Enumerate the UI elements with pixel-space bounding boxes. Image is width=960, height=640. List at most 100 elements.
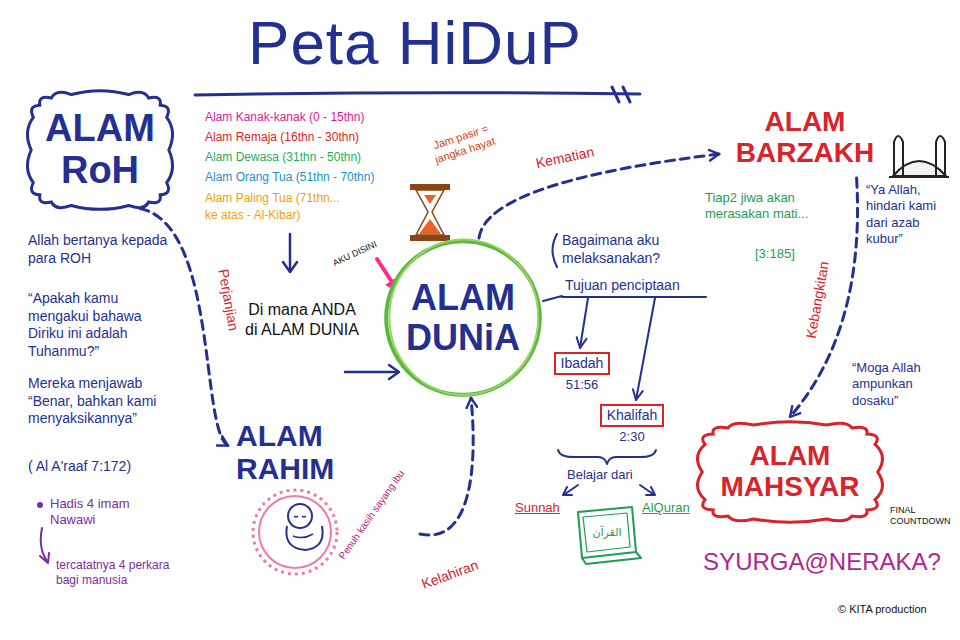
- tomb-stone: [936, 136, 945, 176]
- node-title: ALAM MAHSYAR: [710, 441, 870, 503]
- label-text: Allah bertanya kepada para ROH: [28, 232, 178, 267]
- quran-book: [578, 507, 641, 564]
- arrow-head-art: [563, 487, 572, 495]
- label-text: Alam Orang Tua (51thn - 70thn): [205, 170, 374, 185]
- hadith-marks: [37, 502, 49, 563]
- arrow-head-art: [633, 389, 643, 400]
- label-text: القرآن: [592, 526, 621, 540]
- age-arrow: [283, 234, 297, 272]
- learn-brace: [558, 450, 656, 495]
- node-title: Khalifah: [600, 404, 665, 427]
- node-note: 2:30: [619, 430, 644, 444]
- arrow-line: [636, 298, 655, 400]
- tomb-ground: [889, 176, 949, 178]
- underline-tick: [612, 87, 619, 102]
- baby-eye: [294, 516, 306, 517]
- cloud-stroke: [27, 91, 172, 210]
- brace: [558, 450, 656, 464]
- node-title: ALAM BARZAKH: [725, 107, 885, 169]
- node-note: 51:56: [566, 378, 599, 392]
- node-title: Ibadah: [554, 352, 611, 375]
- label-text: Jam pasir = jangka hayat: [415, 117, 511, 172]
- label-text: Penuh kasih sayang ibu: [336, 468, 407, 562]
- arrow-head-art: [283, 262, 297, 272]
- bullet-dot: [37, 502, 43, 508]
- dashed-connector: [420, 398, 473, 535]
- label-text: SYURGA@NERAKA?: [703, 547, 941, 577]
- label-text: “Ya Allah, hindari kami dari azab kubur”: [866, 182, 950, 247]
- cloud-node: ALAM MAHSYAR: [688, 417, 892, 527]
- label-text: [3:185]: [755, 246, 795, 262]
- hourglass-sand: [424, 195, 436, 204]
- label-text: tercatatnya 4 perkara bagi manusia: [56, 558, 176, 588]
- node-title: ALAM RoH: [40, 108, 160, 192]
- baby-arm: [293, 534, 313, 538]
- underline-tick: [623, 87, 630, 102]
- hourglass: [410, 184, 450, 241]
- hourglass-glass: [416, 190, 444, 235]
- arrow-head-art: [577, 337, 587, 348]
- label-text: Alam Dewasa (31thn - 50thn): [205, 150, 361, 165]
- purpose-underline: [562, 296, 706, 298]
- underline-stroke: [195, 93, 640, 95]
- label-text: Sunnah: [515, 500, 560, 516]
- label-text: ( Al A'raaf 7:172): [28, 458, 183, 476]
- label-text: Tujuan penciptaan: [565, 277, 680, 295]
- label-text: Mereka menjawab “Benar, bahkan kami meny…: [28, 375, 178, 428]
- purpose-box: Ibadah 51:56: [551, 350, 614, 395]
- edge-label: Kebangkitan: [802, 257, 834, 343]
- tomb: [889, 136, 949, 177]
- world-circle: ALAM DUNiA: [383, 238, 543, 398]
- cloud-stroke: [698, 422, 883, 522]
- label-text: Belajar dari: [567, 467, 633, 483]
- arrow-line: [580, 298, 588, 348]
- baby-womb: [253, 490, 337, 574]
- label-text: Bagaimana aku melaksanakan?: [562, 232, 687, 267]
- node-title: ALAM RAHIM: [236, 419, 386, 485]
- edge-label: Kematian: [531, 143, 598, 174]
- book-cover: [578, 507, 636, 558]
- label-text: Alam Kanak-kanak (0 - 15thn): [205, 110, 364, 125]
- label-text: “Apakah kamu mengakui bahawa Diriku ini …: [28, 290, 178, 360]
- tomb-stone: [894, 136, 903, 176]
- diagram-title: Peta HiDuP: [248, 6, 582, 80]
- dashed-connector: [479, 154, 719, 238]
- baby-body: [286, 526, 322, 550]
- edge-label: Perjanjian: [213, 265, 242, 335]
- node-title: ALAM DUNiA: [398, 278, 528, 357]
- arrow-line: [289, 234, 292, 270]
- circle-stroke: [389, 240, 538, 395]
- arrow-head-art: [389, 365, 399, 379]
- leader-line: [543, 296, 562, 301]
- womb-ring: [259, 496, 331, 568]
- purpose-box: Khalifah 2:30: [597, 402, 668, 447]
- grave-node: ALAM BARZAKH: [719, 98, 891, 178]
- baby-head: [288, 504, 312, 528]
- question-bracket: [553, 234, 558, 267]
- you-arrow: [345, 365, 399, 379]
- label-text: AlQuran: [642, 500, 690, 516]
- title-underline: [195, 87, 640, 102]
- edge-label: Kelahiran: [416, 556, 483, 595]
- hourglass-sand: [419, 219, 441, 234]
- label-text: Tiap2 jiwa akan merasakan mati...: [705, 190, 830, 223]
- arrow-head-art: [40, 553, 49, 563]
- arrow-line: [41, 528, 47, 561]
- cloud-node: ALAM RoH: [20, 85, 180, 215]
- tomb-mound: [893, 161, 946, 176]
- label-text: Hadis 4 imam Nawawi: [50, 496, 145, 529]
- womb-ring: [253, 490, 337, 574]
- label-text: Alam Paling Tua (71thn... ke atas - Al-K…: [205, 190, 350, 225]
- book-border: [583, 513, 630, 552]
- womb-node: ALAM RAHIM: [228, 415, 420, 585]
- hourglass-cap: [410, 184, 450, 190]
- label-text: Alam Remaja (16thn - 30thn): [205, 130, 359, 145]
- label-text: “Moga Allah ampunkan dosaku”: [852, 360, 946, 409]
- label-text: Di mana ANDA di ALAM DUNIA: [242, 300, 362, 340]
- label-text: AKU DISINI: [331, 239, 379, 269]
- arrow-head-art: [646, 487, 655, 495]
- pointer-line: [377, 259, 392, 282]
- label-text: FINAL COUNTDOWN: [890, 505, 952, 528]
- label-text: © KITA production: [838, 603, 927, 617]
